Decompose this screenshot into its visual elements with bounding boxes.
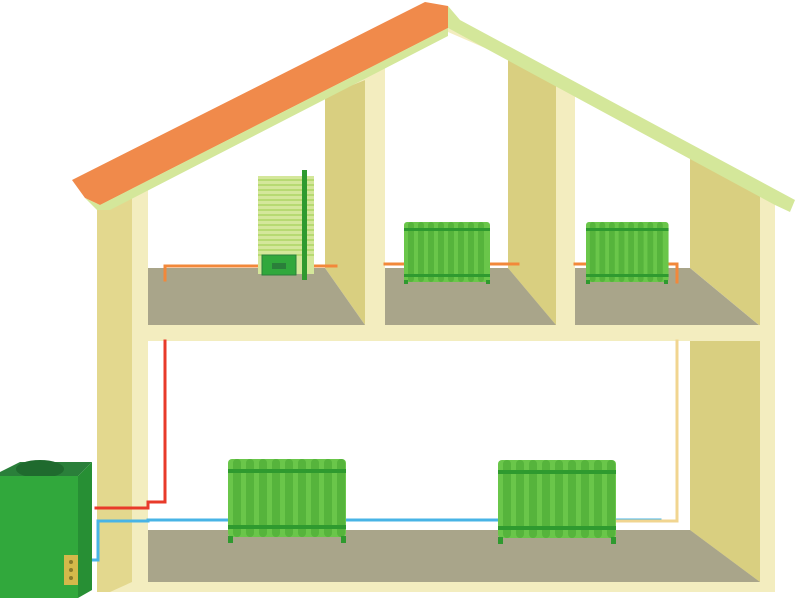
radiator-upper-right	[586, 222, 669, 284]
return-pipe-right	[598, 339, 679, 523]
floor-slab	[132, 325, 775, 341]
towel-radiator	[258, 170, 314, 280]
room-upper-left-side-wall	[325, 80, 365, 325]
room-upper-left-floor	[148, 268, 365, 325]
roof	[72, 2, 795, 212]
room-ground-floor	[148, 530, 760, 582]
heat-pump-unit	[0, 460, 92, 598]
room-upper-middle-floor	[385, 268, 556, 325]
room-upper-right-floor	[575, 268, 760, 326]
right-wall-shade-lower	[690, 340, 760, 582]
room-upper-middle-side-wall	[508, 58, 556, 325]
heat-pump-fan-icon	[16, 460, 64, 478]
radiator-ground-right	[498, 460, 616, 544]
right-wall-shade-upper	[690, 158, 760, 326]
radiator-ground-left	[228, 459, 346, 543]
left-outer-wall	[97, 186, 132, 592]
upper-hot-pipe-left	[163, 264, 264, 282]
roof-tiles	[72, 2, 448, 205]
heat-pump-side	[78, 462, 92, 598]
upper-floor	[132, 32, 775, 341]
roof-trim-right	[448, 6, 795, 212]
radiator-upper-middle	[404, 222, 490, 284]
hot-supply-pipe	[94, 339, 167, 510]
towel-radiator-pole	[302, 170, 307, 280]
